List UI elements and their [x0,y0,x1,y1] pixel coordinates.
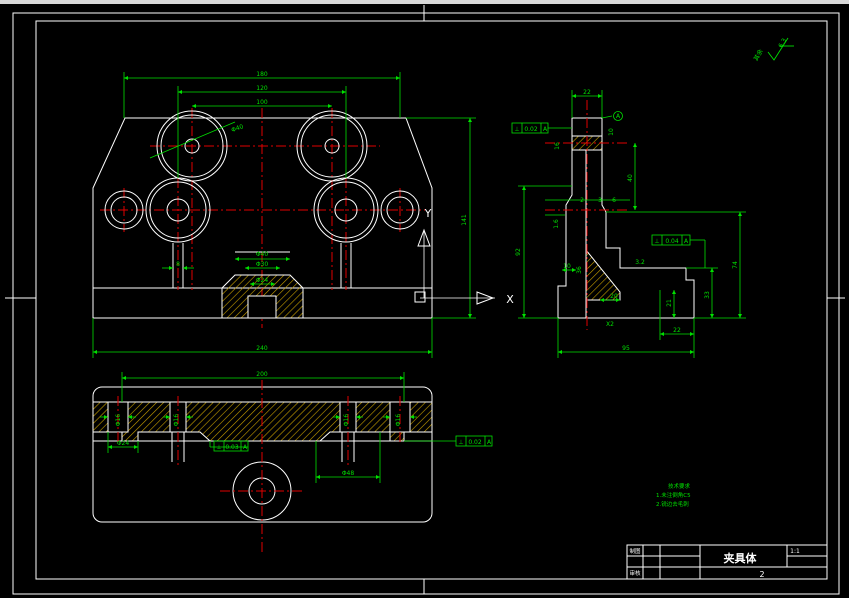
window-top-strip [0,0,849,4]
notes-line-1: 1.未注倒角C5 [656,491,691,499]
side-tol-1-datum: A [543,126,548,133]
svg-text:⊥: ⊥ [514,126,519,133]
notes-line-2: 2.锐边去毛刺 [656,500,689,508]
svg-text:⊥: ⊥ [654,238,659,245]
top-dim-right-bottom: Φ48 [342,470,355,477]
side-dim-74: 74 [732,261,739,269]
side-dim-6: 6 [612,197,616,204]
title-scale: 1:1 [790,548,800,555]
side-dim-top: 22 [583,89,591,96]
notes-heading: 技术要求 [668,482,691,490]
side-dim-3: 3 [598,197,602,204]
side-dim-22: 22 [673,327,681,334]
side-dim-16: 16 [554,142,561,150]
side-dim-32: 3.2 [635,259,645,266]
title-row-label-1: 制图 [629,547,641,555]
dim-front-b3: Φ24 [256,277,269,284]
top-tol-1: 0.03 [225,444,239,451]
top-tol-2: 0.02 [468,439,482,446]
side-dim-40: 40 [627,174,634,182]
side-tol-2: 0.04 [665,238,679,245]
dim-front-top-mid: 120 [256,85,268,92]
dim-front-top-inner: 100 [256,99,268,106]
side-dim-15: 1.6 [553,219,560,229]
title-sheet-number: 2 [759,570,764,579]
side-dim-21: 21 [666,299,673,307]
top-dim-left-inner: Φ16 [115,414,122,427]
title-block: 制图 审核 夹具体 1:1 2 [626,544,828,580]
roughness-symbol: 其余 6.3 [752,37,794,62]
dim-front-height: 141 [461,214,468,226]
axis-y-label: Y [424,207,432,220]
side-dim-x2: X2 [606,321,614,328]
sheet-border [5,5,845,595]
side-dim-36: 36 [576,266,583,274]
side-tol-2-datum: A [684,238,689,245]
top-dim-right-inner: Φ16 [395,414,402,427]
side-tol-1: 0.02 [524,126,538,133]
title-row-label-2: 审核 [629,569,641,577]
side-dim-2: 2 [580,197,584,204]
top-dim-length: 200 [256,371,268,378]
side-datum-label: A [616,113,621,120]
side-view: ⊥ 0.02 A ⊥ 0.04 A A 22 10 16 40 92 74 33… [511,89,746,358]
svg-text:⊥: ⊥ [216,444,221,451]
roughness-value: 6.3 [777,37,788,49]
top-dim-left-mid: Φ16 [173,414,180,427]
dim-front-bottom: 240 [256,345,268,352]
dim-front-top-outer: 180 [256,71,268,78]
roughness-label: 其余 [752,48,765,62]
title-part-name: 夹具体 [724,551,758,565]
top-tol-2-datum: A [487,439,492,446]
dim-front-b2: Φ30 [256,261,269,268]
side-dim-33: 33 [704,291,711,299]
top-dim-left-bottom: Φ24 [117,440,130,447]
front-view: 180 120 100 240 141 Φ40 Φ40 Φ30 Φ24 8 X … [92,71,514,358]
side-dim-92: 92 [515,248,522,256]
top-tol-1-datum: A [243,444,248,451]
side-dim-20: 20 [610,293,618,300]
dim-front-b1: Φ40 [256,251,269,258]
svg-text:⊥: ⊥ [458,439,463,446]
side-dim-10b: 10 [563,263,571,270]
technical-notes: 技术要求 1.未注倒角C5 2.锐边去毛刺 [656,482,691,508]
top-view: 200 Φ16 Φ16 Φ16 Φ16 Φ24 Φ48 ⊥ 0.03 A ⊥ 0… [92,371,493,552]
top-dim-right-mid: Φ16 [343,414,350,427]
side-dim-95: 95 [622,345,630,352]
side-dim-10: 10 [608,128,615,136]
dim-front-b4: 8 [176,261,180,268]
axis-x-label: X [506,293,514,306]
dim-front-hole-dia: Φ40 [230,123,244,134]
